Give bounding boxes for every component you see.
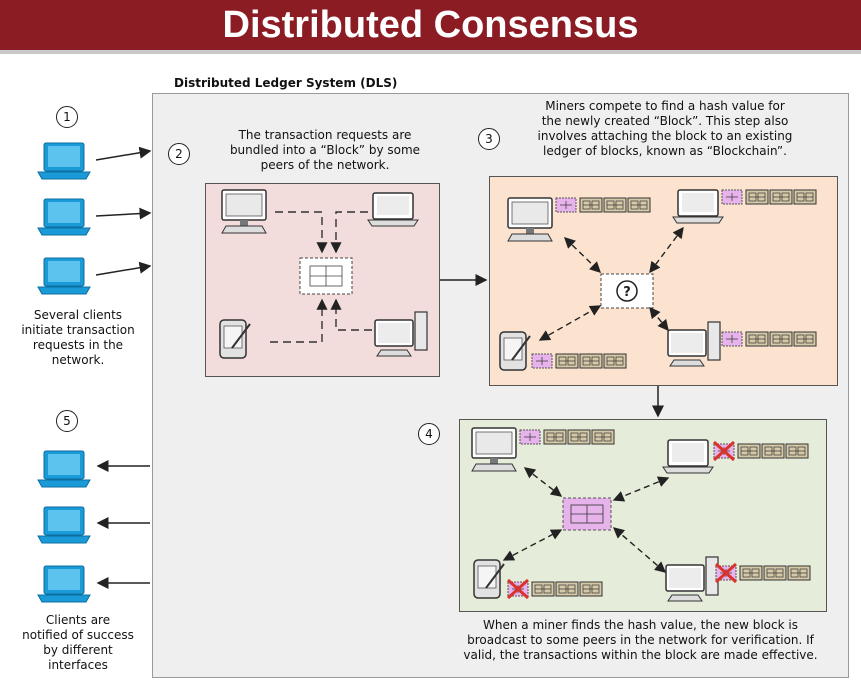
clients-notified-text: Clients are notified of success by diffe…	[8, 613, 148, 673]
hash-question-mark: ?	[623, 285, 631, 300]
block-icon	[721, 189, 743, 205]
step-5-badge: 5	[56, 410, 78, 432]
laptop-icon	[37, 257, 91, 295]
blockchain-icon	[746, 190, 816, 204]
step-1-badge: 1	[56, 106, 78, 128]
page-title: Distributed Consensus	[222, 4, 639, 46]
text-line: Miners compete to find a hash value for	[545, 99, 785, 113]
title-bar	[0, 0, 861, 50]
text-line: interfaces	[48, 658, 108, 672]
text-line: Several clients	[33, 308, 123, 322]
laptop-icon	[37, 565, 91, 603]
laptop-icon	[672, 189, 724, 224]
block-icon	[519, 429, 541, 445]
blockchain-icon	[740, 566, 810, 580]
tablet-icon	[499, 331, 531, 371]
text-line: initiate transaction	[21, 323, 135, 337]
text-line: notified of success	[22, 628, 134, 642]
text-line: the newly created “Block”. This step als…	[541, 114, 789, 128]
desktop-computer-icon	[374, 311, 428, 357]
laptop-icon	[37, 506, 91, 544]
text-line: The transaction requests are	[238, 128, 412, 142]
dls-label: Distributed Ledger System (DLS)	[174, 76, 398, 90]
text-line: valid, the transactions within the block…	[463, 648, 818, 662]
blockchain-icon	[746, 332, 816, 346]
blockchain-icon	[580, 198, 650, 212]
text-line: requests in the	[32, 338, 124, 352]
request-arrow	[95, 146, 152, 161]
laptop-icon	[662, 439, 714, 474]
text-line: broadcast to some peers in the network f…	[467, 633, 814, 647]
step2-text: The transaction requests are bundled int…	[195, 128, 455, 173]
desktop-computer-icon	[221, 189, 267, 234]
step3-text: Miners compete to find a hash value for …	[500, 99, 830, 159]
text-line: peers of the network.	[260, 158, 390, 172]
text-line: network.	[51, 353, 105, 367]
clients-initiate-text: Several clients initiate transaction req…	[8, 308, 148, 368]
desktop-computer-icon	[665, 556, 719, 602]
tablet-icon	[473, 559, 505, 599]
block-icon	[721, 331, 743, 347]
block-icon	[531, 353, 553, 369]
blockchain-icon	[556, 354, 626, 368]
text-line: involves attaching the block to an exist…	[537, 129, 793, 143]
blockchain-icon	[532, 582, 602, 596]
text-line: bundled into a “Block” by some	[229, 143, 421, 157]
laptop-icon	[37, 450, 91, 488]
step-2-badge: 2	[168, 143, 190, 165]
blockchain-icon	[544, 430, 614, 444]
laptop-icon	[37, 142, 91, 180]
block-icon	[555, 197, 577, 213]
text-line: Clients are	[45, 613, 111, 627]
title-underline	[0, 50, 861, 54]
step-3-badge: 3	[478, 128, 500, 150]
text-line: by different	[43, 643, 113, 657]
text-line: When a miner finds the hash value, the n…	[483, 618, 798, 632]
desktop-computer-icon	[471, 427, 517, 472]
text-line: ledger of blocks, known as “Blockchain”.	[543, 144, 787, 158]
tablet-icon	[219, 319, 251, 359]
laptop-icon	[367, 192, 419, 227]
desktop-computer-icon	[507, 197, 553, 242]
request-arrow	[95, 261, 152, 276]
step4-text: When a miner finds the hash value, the n…	[428, 618, 853, 663]
blockchain-icon	[738, 444, 808, 458]
desktop-computer-icon	[667, 321, 721, 367]
request-arrow	[95, 207, 152, 220]
laptop-icon	[37, 198, 91, 236]
step-4-badge: 4	[418, 423, 440, 445]
